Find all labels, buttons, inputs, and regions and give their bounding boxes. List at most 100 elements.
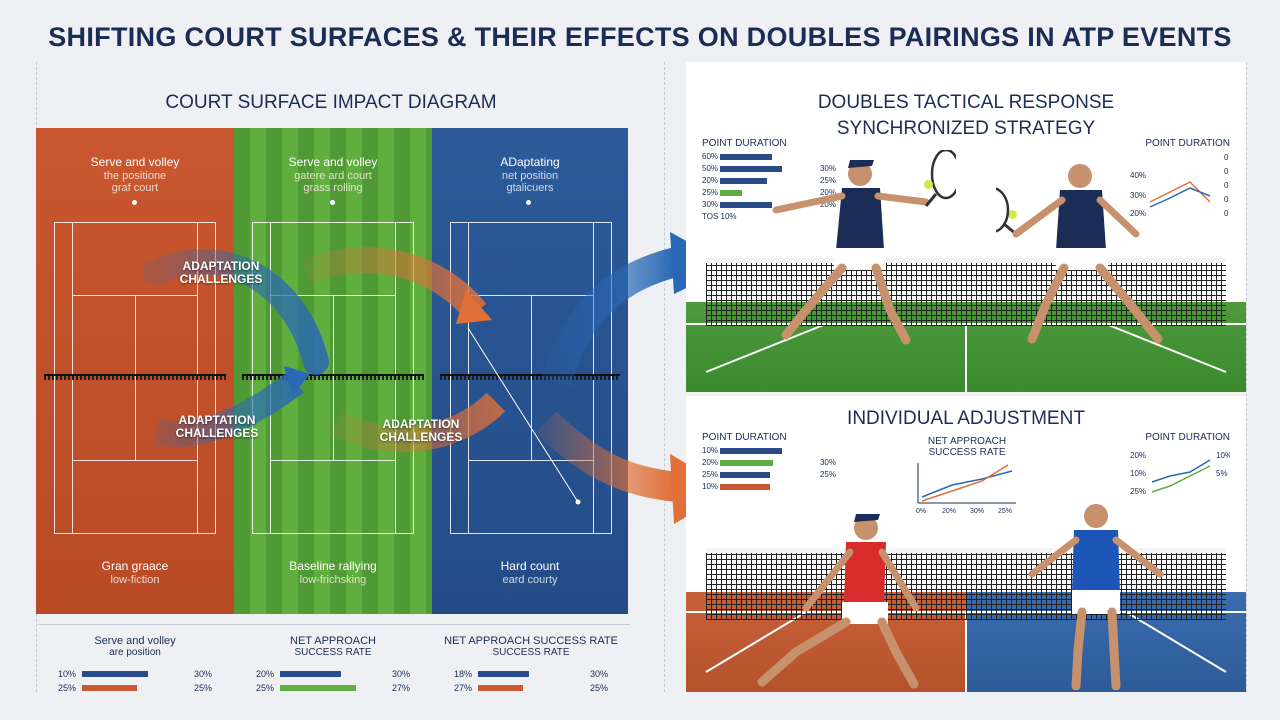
tick-label: 25% [1130, 487, 1146, 496]
adaptation-arrows [143, 232, 732, 524]
stat-sublabel: SUCCESS RATE [294, 647, 372, 658]
legend-bar [720, 202, 772, 208]
trend-line-orange [921, 464, 1009, 502]
legend-bar [720, 448, 782, 454]
legend-row: TOS 10% [702, 212, 737, 221]
legend-bar [720, 190, 742, 196]
clay-court-strip: Serve and volley the positione graf cour… [36, 128, 234, 614]
trend-line-blue [1149, 187, 1211, 208]
legend-row: 25%20% [702, 188, 836, 197]
tick-label: 20% [1130, 209, 1146, 218]
legend-row: 25%25% [702, 470, 836, 479]
stat-bar [280, 685, 357, 691]
point-duration-legend-right: POINT DURATION 20% 10% 25% 10% 5% [1130, 432, 1232, 504]
tick-label: 40% [1130, 171, 1146, 180]
stat-row: 20% 30% [256, 669, 410, 679]
hard-top-line1: ADaptating [500, 155, 560, 169]
trend-line-blue [921, 470, 1013, 498]
arrow-blue-lower-head [284, 366, 310, 396]
court-net [440, 374, 620, 380]
legend-bar [720, 460, 774, 466]
arrow-orange-upper [301, 247, 487, 321]
tick-label: 0 [1224, 209, 1229, 218]
player-left-hitting [772, 150, 956, 345]
stat-bar [478, 671, 529, 677]
tick-label: 20% [1130, 451, 1146, 460]
tick-label: 5% [1216, 469, 1228, 478]
arrow-blue-lower [153, 371, 304, 447]
grass-bottom-line1: Baseline rallying [289, 559, 377, 573]
arrow-blue-right [541, 247, 680, 387]
court-surface-impact-diagram: COURT SURFACE IMPACT DIAGRAM Serve and v… [36, 62, 732, 702]
page-title: SHIFTING COURT SURFACES & THEIR EFFECTS … [48, 22, 1232, 52]
legend-bar [720, 166, 782, 172]
legend-row: 60% [702, 152, 836, 162]
ball-mark [330, 200, 335, 205]
tick-label: 30% [1130, 191, 1146, 200]
point-duration-legend-right: POINT DURATION 40% 30% 20% 0 0 0 0 0 [1130, 138, 1230, 224]
stat-row: 25% 25% [58, 683, 212, 693]
tick-label: 0 [1224, 181, 1229, 190]
mini-line-chart: 20% 10% 25% 10% 5% [1130, 451, 1232, 496]
bottom-scene-title: INDIVIDUAL ADJUSTMENT [847, 408, 1085, 429]
tennis-ball [924, 180, 933, 189]
grass-top-line1: Serve and volley [288, 155, 378, 169]
legend-row: 30%20% [702, 200, 836, 209]
grass-stat-box: NET APPROACH SUCCESS RATE 20% 30% 25% 27… [234, 624, 432, 702]
tennis-net [706, 548, 1226, 620]
legend-row: 10% [702, 446, 836, 456]
clay-top-line1: Serve and volley [90, 155, 180, 169]
hard-bottom-line1: Hard count [500, 559, 560, 573]
hard-top-line3: gtalicuers [506, 182, 554, 194]
clay-bottom-line1: Gran graace [101, 559, 169, 573]
stat-row: 10% 30% [58, 669, 212, 679]
court-net [44, 374, 226, 380]
legend-row: 20%30% [702, 458, 836, 467]
clay-bottom-line2: low-fiction [110, 574, 160, 586]
divider-line [1246, 62, 1247, 692]
arrow-orange-right [535, 411, 678, 502]
doubles-response-panel: DOUBLES TACTICAL RESPONSE SYNCHRONIZED S… [686, 62, 1246, 692]
stat-bar [280, 671, 342, 677]
arrow-orange-upper-head [456, 290, 492, 324]
point-duration-legend-left: POINT DURATION 60% 50%30% 20%25% 25%20% … [702, 138, 836, 221]
stat-label: NET APPROACH [290, 635, 376, 647]
grass-court-strip: Serve and volley gatere ard court grass … [234, 128, 432, 614]
stat-row: 18% 30% [454, 669, 608, 679]
player-right-gesturing [1028, 504, 1164, 690]
clay-top-line2: the positione [103, 170, 167, 182]
tick-label: 20% [942, 508, 956, 515]
hard-court-strip: ADaptating net position gtalicuers Hard … [432, 128, 628, 614]
top-scene-title-2: SYNCHRONIZED STRATEGY [836, 118, 1096, 139]
legend-row: 10% [702, 482, 836, 492]
mini-line-chart: 0% 20% 30% 25% [916, 463, 1016, 515]
tick-label: 10% [1216, 451, 1230, 460]
stat-bar [478, 685, 523, 691]
hard-top-line2: net position [501, 170, 559, 182]
stat-sublabel: SUCCESS RATE [492, 647, 570, 658]
grass-bottom-line2: low-frichsking [299, 574, 367, 586]
ball-mark [132, 200, 137, 205]
arrow-orange-lower [329, 392, 506, 453]
stat-label: Serve and volley [94, 635, 176, 647]
stat-bar [82, 685, 138, 691]
stat-row: 25% 27% [256, 683, 410, 693]
clay-stat-box: Serve and volley are position 10% 30% 25… [36, 624, 234, 702]
stat-bar [82, 671, 148, 677]
stat-sublabel: are position [109, 647, 161, 658]
ball-trajectory [467, 327, 581, 505]
clay-top-line3: graf court [111, 182, 159, 194]
tick-label: 0 [1224, 195, 1229, 204]
divider-line [664, 62, 665, 692]
stat-row: 27% 25% [454, 683, 608, 693]
ball-mark [526, 200, 531, 205]
grass-top-line3: grass rolling [303, 182, 363, 194]
tick-label: 0% [916, 508, 926, 515]
hard-bottom-line2: eard courty [502, 574, 558, 586]
tick-label: 0 [1224, 153, 1229, 162]
hard-stat-box: NET APPROACH SUCCESS RATE SUCCESS RATE 1… [432, 624, 630, 702]
legend-row: 50%30% [702, 164, 836, 173]
